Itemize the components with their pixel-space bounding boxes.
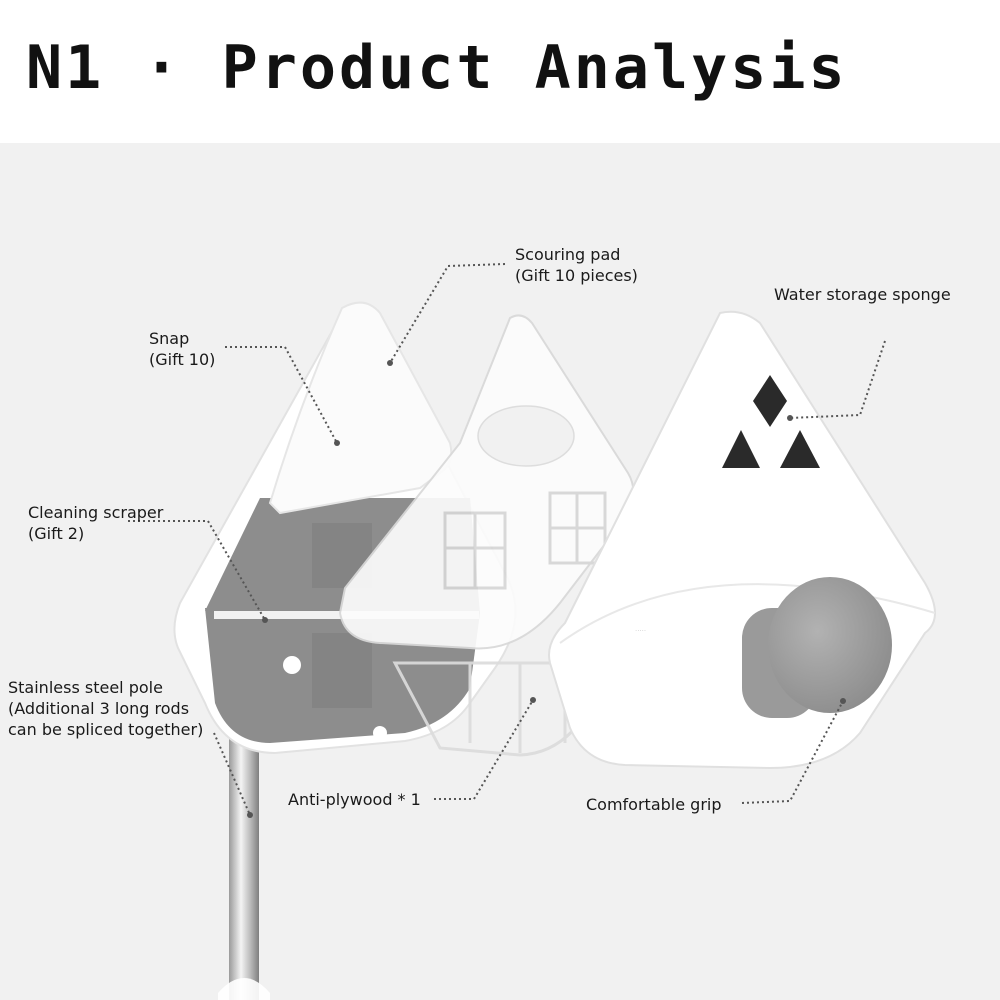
svg-text:·····: ····· — [635, 627, 646, 635]
callout-line: Cleaning scraper — [28, 503, 164, 522]
callout-grip: Comfortable grip — [586, 794, 722, 815]
callout-line: Anti-plywood * 1 — [288, 790, 421, 809]
page-title: N1 · Product Analysis — [26, 33, 848, 103]
callout-line: Comfortable grip — [586, 795, 722, 814]
leader-lines — [128, 263, 886, 816]
water-storage-sponge — [753, 375, 787, 427]
callout-line: Scouring pad — [515, 245, 621, 264]
callout-water-sponge: Water storage sponge — [774, 284, 951, 305]
callout-line: can be spliced together) — [8, 720, 204, 739]
callout-line: Stainless steel pole — [8, 678, 163, 697]
water-storage-sponge — [780, 430, 820, 468]
callout-line: Snap — [149, 329, 190, 348]
callout-line: (Gift 10) — [149, 350, 216, 369]
product-illustration: ····· — [128, 263, 936, 1000]
callout-anti-plywood: Anti-plywood * 1 — [288, 789, 421, 810]
callout-line: (Gift 10 pieces) — [515, 266, 638, 285]
product-photo: ····· — [0, 143, 1000, 1000]
callout-line: (Gift 2) — [28, 524, 85, 543]
leader-dots — [247, 360, 846, 818]
callout-steel-pole: Stainless steel pole (Additional 3 long … — [8, 677, 203, 740]
water-storage-sponge — [722, 430, 760, 468]
anti-plywood — [338, 314, 635, 757]
callout-line: (Additional 3 long rods — [8, 699, 190, 718]
callout-line: Water storage sponge — [774, 285, 951, 304]
comfortable-grip — [768, 577, 892, 713]
callout-scouring-pad: Scouring pad (Gift 10 pieces) — [515, 244, 638, 286]
callout-cleaning-scraper: Cleaning scraper (Gift 2) — [28, 502, 163, 544]
callout-snap: Snap (Gift 10) — [149, 328, 215, 370]
steel-pole — [218, 703, 270, 1000]
grip-unit: ····· — [548, 310, 936, 770]
